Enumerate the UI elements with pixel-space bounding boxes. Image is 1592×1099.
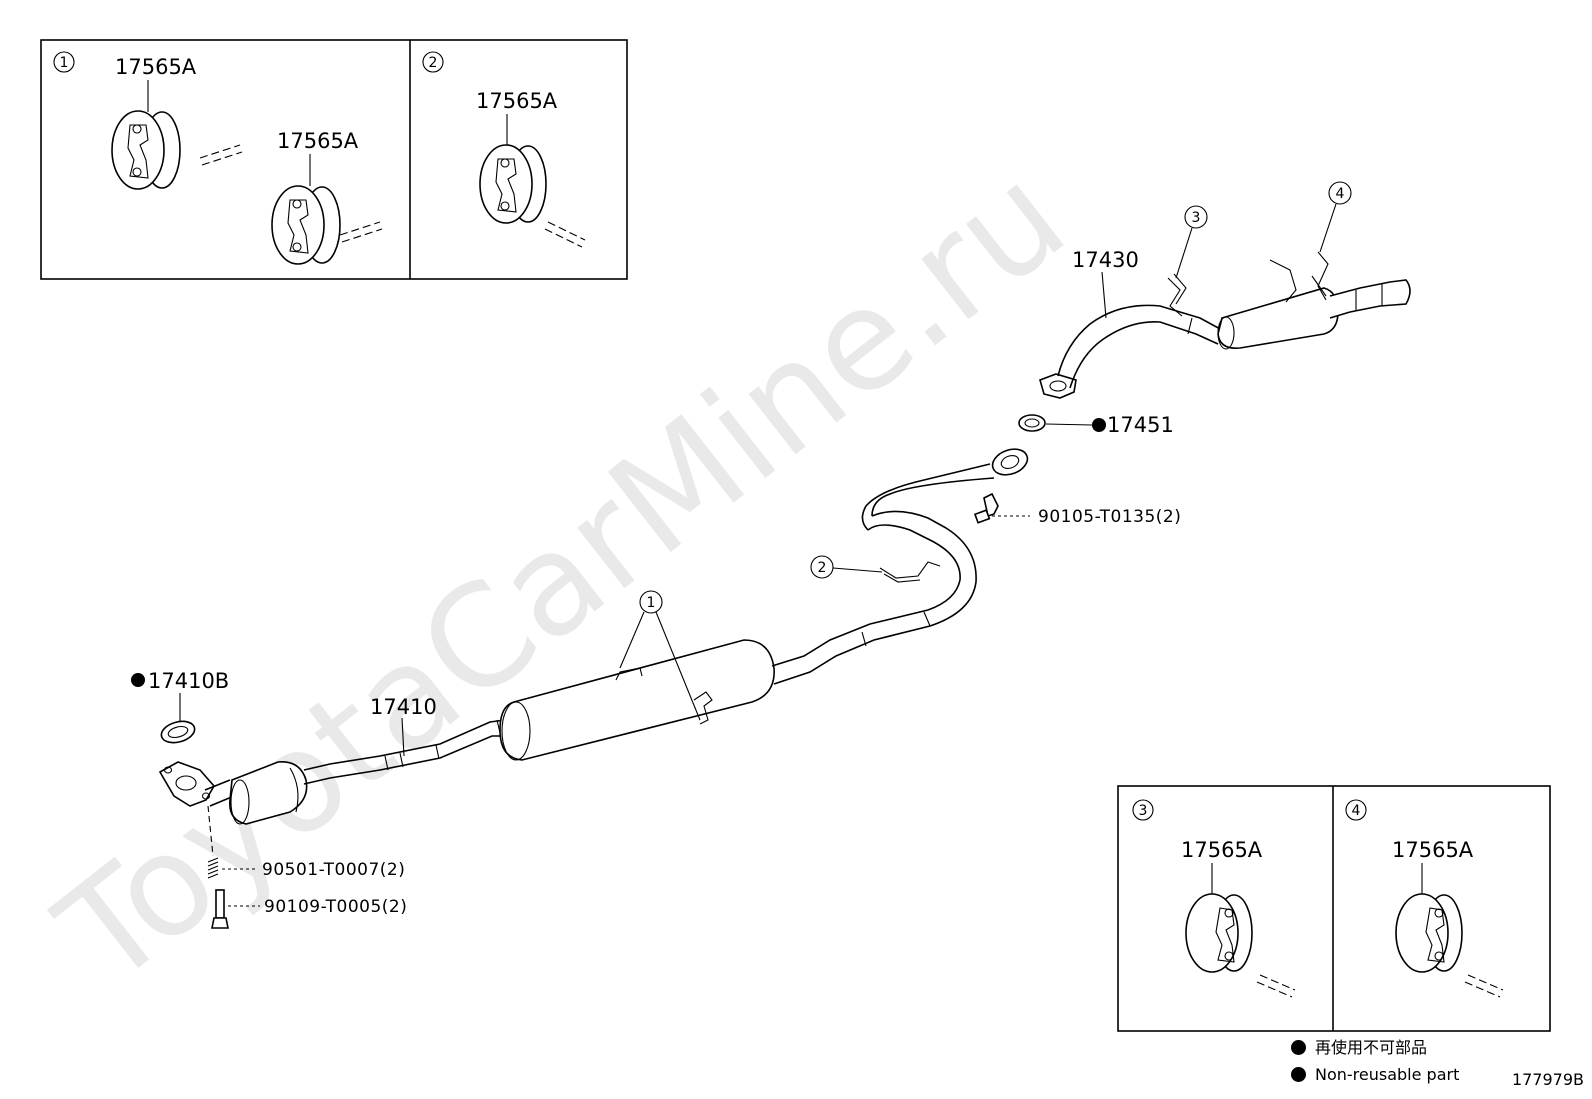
inset-number: 1 [60,55,69,71]
gasket-17451: 17451 [1018,413,1174,437]
non-reusable-dot-icon [131,673,145,687]
rubber-hanger-icon [1395,893,1504,998]
non-reusable-dot-icon [1291,1040,1306,1055]
callout-number: 3 [1192,210,1201,226]
front-exhaust-pipe-17410 [158,448,1029,825]
inset-box-3-4 [1117,785,1551,1032]
callout-1: 1 [619,590,701,721]
inset-number: 4 [1352,803,1361,819]
label-17410: 17410 [370,695,437,757]
legend-item-en: Non-reusable part [1291,1065,1459,1084]
callout-number: 4 [1336,186,1345,202]
part-label: 17451 [1107,413,1174,437]
legend-item-jp: 再使用不可部品 [1291,1034,1459,1058]
bolt-90109: 90109-T0005(2) [211,889,407,929]
part-label: 17565A [476,89,558,113]
legend-text-en: Non-reusable part [1315,1065,1460,1084]
callout-3: 3 [1175,205,1208,279]
rubber-hanger-icon [1185,893,1296,998]
legend: 再使用不可部品 Non-reusable part [1291,1034,1459,1084]
rubber-hanger-icon [111,110,243,190]
non-reusable-dot-icon [1092,418,1106,432]
part-label: 90109-T0005(2) [264,897,407,917]
part-label: 90501-T0007(2) [262,860,405,880]
part-label: 17565A [277,129,359,153]
inset-box-1: 1 17565A 17565A [53,51,383,265]
part-label: 17410 [370,695,437,719]
inset-box-1-2 [40,39,628,280]
inset-number: 2 [429,55,438,71]
gasket-17410B: 17410B [131,669,229,744]
bolt-90105: 90105-T0135(2) [973,492,1181,527]
part-label: 17565A [115,55,197,79]
part-label: 17430 [1072,248,1139,272]
callout-circle [53,51,75,73]
inset-box-3: 3 17565A [1132,799,1296,998]
spring-90501: 90501-T0007(2) [207,805,405,880]
callout-number: 1 [647,595,656,611]
legend-text-jp: 再使用不可部品 [1315,1038,1428,1057]
part-label: 17565A [1181,838,1263,862]
watermark: ToyotaCarMine.ru [30,135,1095,1017]
callout-number: 2 [818,560,827,576]
inset-box-2: 2 17565A [422,51,586,248]
part-label: 17410B [148,669,229,693]
rubber-hanger-icon [271,185,383,265]
inset-box-4: 4 17565A [1345,799,1504,998]
part-label: 90105-T0135(2) [1038,507,1181,527]
non-reusable-dot-icon [1291,1067,1306,1082]
diagram-id: 177979B [1511,1070,1584,1089]
tail-pipe-assembly-17430 [1039,251,1411,399]
inset-number: 3 [1139,803,1148,819]
callout-2: 2 [810,555,883,579]
callout-circle [422,51,444,73]
label-17430: 17430 [1072,248,1139,319]
part-label: 17565A [1392,838,1474,862]
callout-4: 4 [1319,181,1352,253]
rubber-hanger-icon [479,144,586,248]
